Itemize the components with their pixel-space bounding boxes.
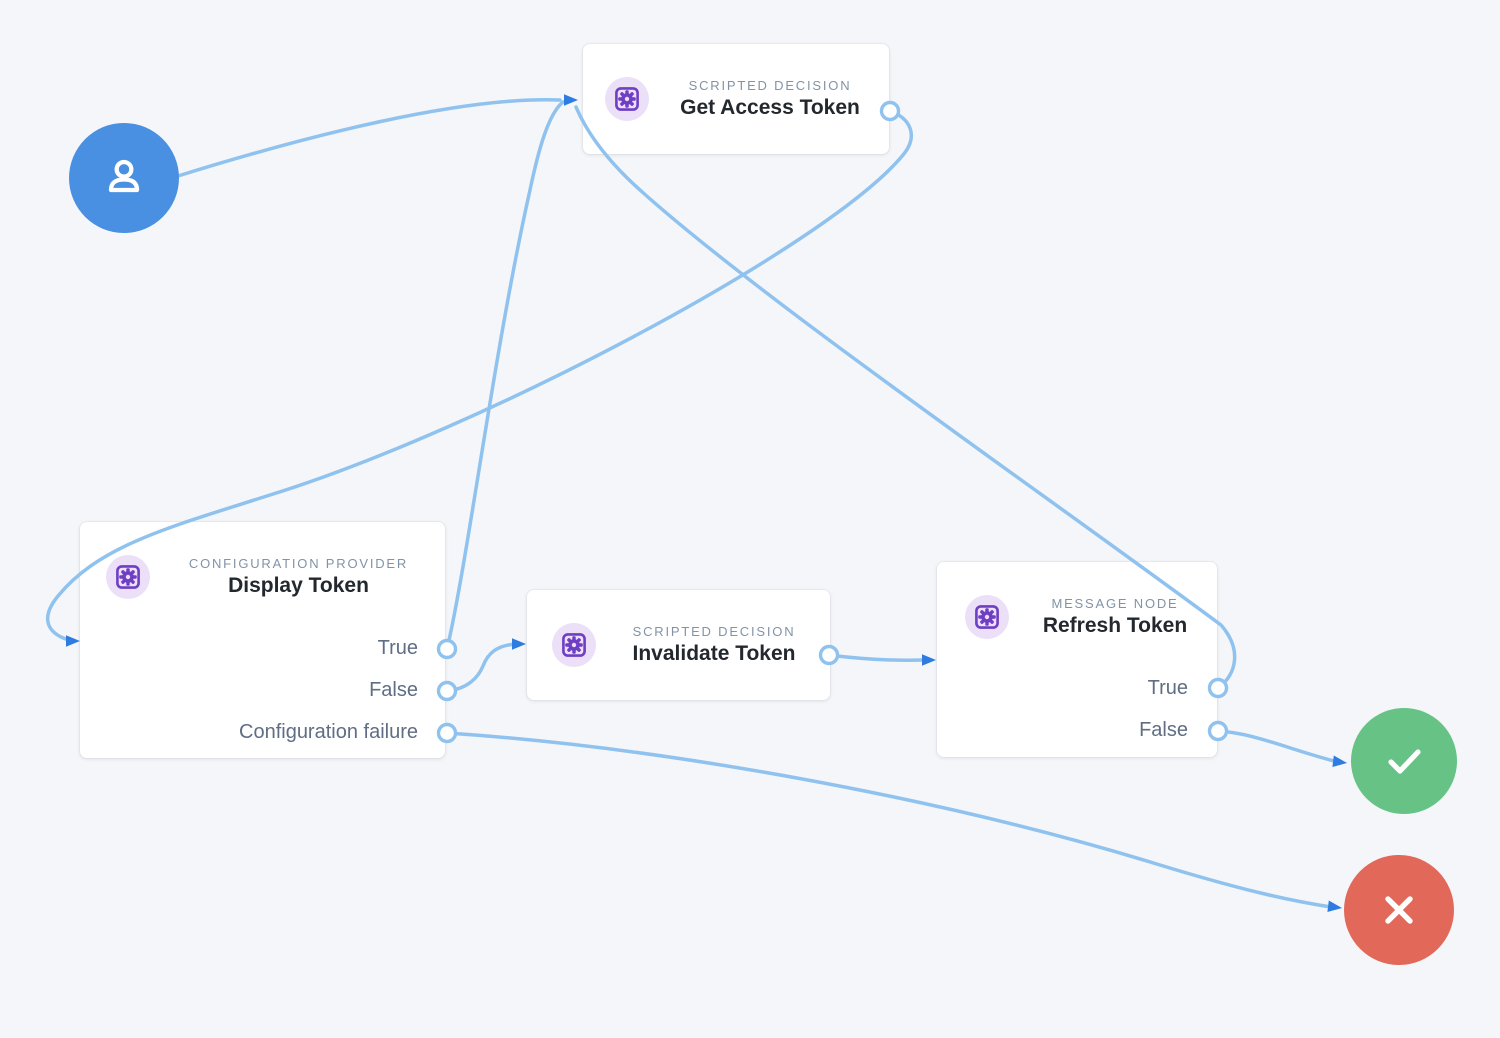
node-title: Refresh Token [1042, 614, 1188, 637]
node-title: Display Token [228, 574, 369, 597]
edge-start-to-get-access-token[interactable] [176, 97, 562, 178]
check-icon [1388, 749, 1421, 774]
node-invalidate-token[interactable]: SCRIPTED DECISION Invalidate Token [527, 590, 830, 700]
edge-invalidate-token-to-refresh-token[interactable] [827, 653, 926, 662]
arrowhead-invalidate-token-input [512, 638, 526, 650]
start-node[interactable] [69, 123, 179, 233]
node-title: Invalidate Token [632, 642, 796, 665]
node-refresh-token[interactable]: MESSAGE NODE Refresh Token True False [937, 562, 1217, 757]
user-icon [108, 159, 140, 193]
arrowhead-refresh-token-input [922, 654, 936, 666]
edge-display-token-false-to-invalidate-token[interactable] [445, 642, 519, 693]
scripted-decision-icon [552, 623, 596, 667]
outcome-label-true: True [377, 637, 418, 659]
arrowhead-failure-input [1327, 900, 1342, 913]
node-get-access-token[interactable]: SCRIPTED DECISION Get Access Token [583, 44, 889, 154]
edge-display-token-true-to-get-access-token[interactable] [445, 100, 565, 651]
node-type-label: CONFIGURATION PROVIDER [188, 556, 409, 571]
arrowhead-success-input [1332, 755, 1347, 768]
x-icon [1385, 896, 1413, 924]
failure-node[interactable] [1344, 855, 1454, 965]
outcome-label-false: False [1139, 719, 1188, 741]
outcome-label-configuration-failure: Configuration failure [239, 721, 418, 743]
arrowhead-get-access-token-input [564, 94, 578, 106]
message-node-icon [965, 595, 1009, 639]
node-title: Get Access Token [680, 96, 860, 119]
outcome-label-false: False [369, 679, 418, 701]
node-type-label: MESSAGE NODE [1051, 596, 1179, 611]
configuration-provider-icon [106, 555, 150, 599]
node-display-token[interactable]: CONFIGURATION PROVIDER Display Token Tru… [80, 522, 445, 758]
outcome-label-true: True [1147, 677, 1188, 699]
edge-display-token-configuration-failure-to-failure[interactable] [445, 731, 1333, 909]
edge-refresh-token-false-to-success[interactable] [1216, 729, 1336, 763]
arrowhead-display-token-input [66, 635, 80, 647]
success-node[interactable] [1351, 708, 1457, 814]
node-type-label: SCRIPTED DECISION [632, 624, 796, 639]
node-type-label: SCRIPTED DECISION [688, 78, 852, 93]
scripted-decision-icon [605, 77, 649, 121]
